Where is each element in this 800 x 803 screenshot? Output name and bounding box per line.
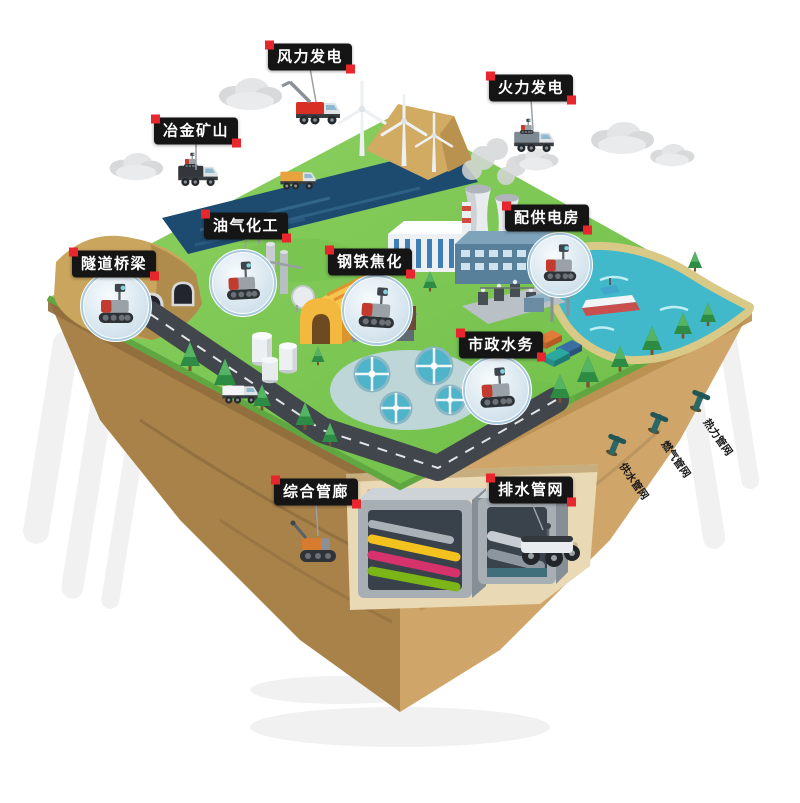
label-power-distribution-room[interactable]: 配供电房	[501, 201, 593, 235]
label-thermal-power[interactable]: 火力发电	[485, 71, 577, 105]
dam-hill	[366, 104, 472, 180]
road-truck	[222, 385, 258, 404]
label-municipal-water[interactable]: 市政水务	[455, 328, 547, 362]
thermal-power-truck	[514, 118, 559, 171]
treatment-pool	[434, 384, 466, 416]
callout-bubbles	[80, 232, 593, 425]
label-steel-coking[interactable]: 钢铁焦化	[324, 245, 416, 279]
lake	[544, 241, 754, 365]
treatment-pool	[353, 355, 391, 393]
label-oil-gas-chemical[interactable]: 油气化工	[200, 209, 292, 243]
label-tunnel-bridge[interactable]: 隧道桥梁	[68, 247, 160, 281]
label-utility-tunnel[interactable]: 综合管廊	[270, 475, 362, 509]
mining-truck	[178, 152, 218, 187]
soil-left-face	[48, 298, 400, 712]
tank-farm	[252, 332, 297, 384]
tunnel-pipe-gray	[368, 520, 454, 544]
tunnel-pipe-green	[367, 566, 461, 592]
roads	[137, 301, 569, 481]
label-wind-power[interactable]: 风力发电	[264, 40, 356, 74]
ship-icon	[582, 278, 640, 316]
callout-power-distribution[interactable]	[527, 232, 593, 298]
callout-municipal-water[interactable]	[462, 355, 532, 425]
bridge-dump-truck	[280, 171, 316, 190]
callout-oil-gas[interactable]	[209, 249, 277, 317]
utility-tunnel-robot	[290, 520, 336, 562]
cooling-tower-icon	[465, 184, 491, 242]
power-substation	[462, 279, 566, 324]
treatment-pool	[414, 346, 454, 386]
drainage-rover	[521, 523, 580, 567]
treatment-pool	[379, 391, 413, 425]
label-drainage-network[interactable]: 排水管网	[485, 473, 577, 507]
vehicles	[178, 80, 559, 404]
callout-steel-coking[interactable]	[341, 274, 413, 346]
control-room	[524, 293, 554, 312]
tunnel-pipe-red	[367, 550, 461, 578]
drain-water	[487, 568, 547, 577]
tunnel-portal	[171, 281, 195, 307]
water-treatment-plant	[330, 346, 486, 430]
label-metallurgy-mining[interactable]: 冶金矿山	[150, 114, 242, 148]
underground-robots	[290, 520, 580, 567]
lake-water	[544, 241, 754, 365]
callout-tunnel-bridge[interactable]	[80, 270, 152, 342]
grass-edge	[46, 295, 754, 491]
utility-tunnel-section	[358, 488, 486, 598]
wind-power-truck	[281, 80, 340, 125]
ground-shadows	[23, 330, 760, 747]
road-centerline	[149, 313, 557, 470]
tunnel-pipe-yellow	[367, 534, 461, 562]
warehouse-door	[312, 314, 330, 344]
